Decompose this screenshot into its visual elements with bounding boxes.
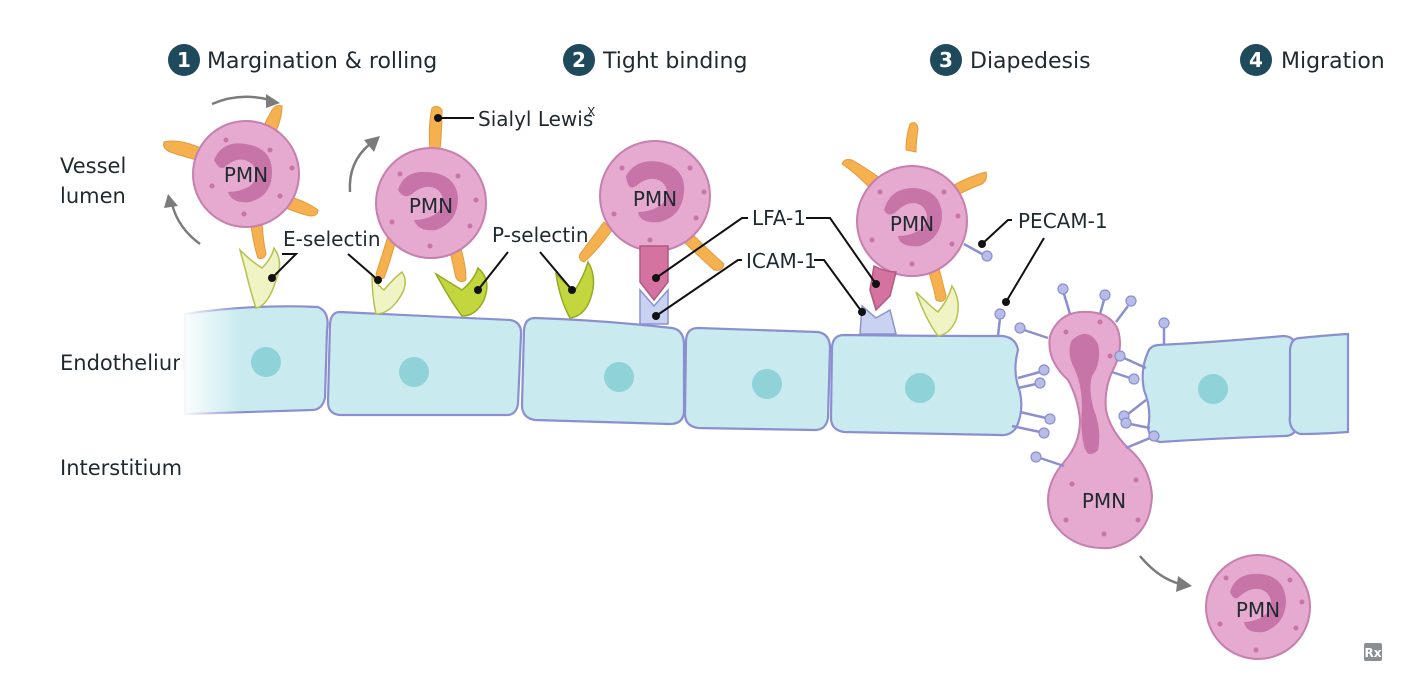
pmn-cell-rolling: PMN [163, 105, 319, 309]
label-sialyl-lewis-x: Sialyl Lewis X [434, 105, 595, 131]
endothelial-cell [520, 316, 686, 426]
endothelial-nucleus [905, 373, 935, 403]
step-4-header: 4 Migration [1240, 44, 1385, 76]
pmn-nucleus [214, 143, 272, 203]
sialyl-lewis-x-ligand [428, 105, 443, 151]
sialyl-lewis-x-ligand [579, 221, 613, 263]
pmn-cell-body [856, 165, 968, 277]
region-label-vessel: Vessel [60, 154, 126, 178]
label-text: PECAM-1 [1018, 209, 1108, 233]
label-text: P-selectin [492, 223, 589, 247]
pmn-nucleus [1230, 573, 1286, 633]
e-selectin [238, 246, 281, 309]
pmn-label: PMN [409, 194, 453, 218]
endothelial-nucleus [1198, 374, 1228, 404]
label-text: E-selectin [283, 227, 381, 251]
pmn-nucleus [398, 171, 458, 231]
endothelial-cell [1288, 332, 1350, 436]
pecam-1-knob [981, 250, 993, 262]
e-selectin [915, 284, 959, 337]
lfa-1 [869, 264, 897, 312]
pmn-cell-diapedesis: PMN [841, 122, 993, 337]
endothelium-layer [180, 300, 1350, 444]
sialyl-lewis-x-ligand [163, 140, 206, 163]
pmn-cell-body [1047, 310, 1154, 550]
pmn-nucleus [626, 161, 685, 223]
pmn-nucleus [1069, 333, 1100, 455]
label-icam-1: ICAM-1 [652, 249, 866, 320]
step-3-header: 3 Diapedesis [930, 44, 1091, 76]
sialyl-lewis-x-ligand [905, 122, 919, 153]
step-title: Diapedesis [970, 49, 1091, 74]
region-label-interstitium: Interstitium [60, 456, 182, 480]
lfa-1 [639, 245, 669, 302]
label-e-selectin: E-selectin [268, 227, 382, 284]
pmn-label: PMN [890, 212, 934, 236]
region-label-endothelium: Endothelium [60, 351, 193, 375]
endothelial-nucleus [251, 347, 281, 377]
step-number-badge [168, 44, 200, 76]
step-number-badge [930, 44, 962, 76]
arrowhead [164, 194, 178, 208]
pmn-nucleus [884, 188, 942, 247]
pmn-cell-body [1205, 554, 1311, 660]
step-2-header: 2 Tight binding [563, 44, 747, 76]
arrowhead [1176, 576, 1192, 592]
step-title: Migration [1281, 49, 1385, 74]
rolling-arrow [211, 95, 271, 106]
pmn-cell-body [192, 120, 300, 228]
endothelial-nucleus [399, 357, 429, 387]
label-superscript: X [587, 105, 595, 119]
pmn-cell-transmigrating: PMN [1047, 310, 1154, 550]
label-p-selectin: P-selectin [474, 223, 589, 294]
endothelium-fade [180, 300, 240, 425]
step-number: 2 [572, 48, 586, 72]
region-label-lumen: lumen [60, 184, 126, 208]
step-number: 3 [939, 48, 953, 72]
step-title: Margination & rolling [207, 49, 437, 74]
pecam-1-cluster [994, 283, 1170, 468]
step-number: 1 [177, 48, 191, 72]
pmn-cell-tight-binding: PMN [554, 140, 725, 325]
pmn-cell-rolling: PMN [371, 105, 488, 317]
label-text: ICAM-1 [746, 249, 817, 273]
migration-arrow [1139, 555, 1181, 586]
icam-1 [859, 304, 897, 335]
step-1-header: 1 Margination & rolling [168, 44, 437, 76]
p-selectin [433, 266, 488, 317]
pmn-label: PMN [224, 163, 268, 187]
e-selectin [371, 270, 406, 315]
pmn-label: PMN [1236, 598, 1280, 622]
arrowhead [266, 94, 280, 108]
sialyl-lewis-x-ligand [841, 159, 881, 187]
endothelial-nucleus [604, 362, 634, 392]
label-lfa-1: LFA-1 [652, 206, 880, 288]
pmn-label: PMN [633, 187, 677, 211]
step-number-badge [1240, 44, 1272, 76]
label-text: LFA-1 [752, 206, 806, 230]
sialyl-lewis-x-ligand [951, 171, 987, 197]
rx-logo: Rx [1364, 643, 1382, 661]
pmn-label: PMN [1082, 489, 1126, 513]
arrowhead [364, 136, 380, 152]
pmn-cell-migrated: PMN [1205, 554, 1311, 660]
rolling-arrow [170, 203, 201, 246]
logo-text: Rx [1365, 646, 1382, 660]
step-number-badge [563, 44, 595, 76]
step-number: 4 [1249, 48, 1263, 72]
step-title: Tight binding [602, 49, 747, 74]
label-text: Sialyl Lewis [478, 107, 593, 131]
label-pecam-1: PECAM-1 [978, 209, 1108, 306]
endothelial-nucleus [752, 369, 782, 399]
rolling-arrow [348, 143, 371, 193]
sialyl-lewis-x-ligand [927, 263, 947, 302]
pecam-1 [963, 242, 983, 256]
